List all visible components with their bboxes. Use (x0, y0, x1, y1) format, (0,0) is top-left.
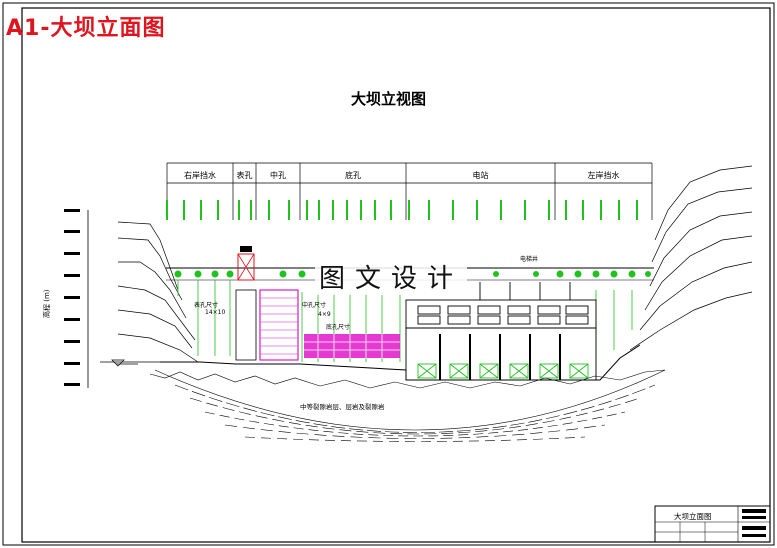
crest-markers (174, 270, 651, 278)
middle-orifice-gates (304, 334, 400, 358)
section-bottom-hole: 底孔 (345, 171, 361, 180)
annotation-elevator-shaft: 电梯井 (520, 256, 539, 263)
section-middle-hole: 中孔 (270, 171, 286, 180)
surface-spillway-gates (235, 246, 299, 361)
annotation-bottom-hole: 底孔尺寸 (326, 324, 351, 331)
section-surface-hole: 表孔 (236, 171, 253, 180)
right-bank-contours (629, 165, 753, 351)
bedrock-pattern (149, 369, 666, 442)
annotation-middle-hole-dim: 4×9 (318, 311, 331, 318)
elevation-axis-label: 高程 (m) (43, 289, 51, 318)
title-block (654, 505, 771, 543)
section-right-bank: 右岸挡水 (184, 171, 216, 180)
corner-sheet-label: A1-大坝立面图 (6, 16, 166, 41)
drawing-title: 大坝立视图 (350, 90, 426, 108)
annotation-surface-hole-dim: 14×10 (205, 309, 226, 316)
inner-frame (21, 7, 771, 543)
elevation-scale (64, 209, 138, 388)
watermark-text: 图文设计 (315, 258, 468, 295)
bedrock-note: 中等裂隙岩层、层岩及裂隙岩 (300, 403, 385, 411)
annotation-surface-hole: 表孔尺寸 (194, 302, 219, 309)
dam-foundation-line (160, 344, 641, 381)
dimension-ticks (166, 200, 638, 220)
title-block-name: 大坝立面图 (674, 512, 712, 521)
power-station (405, 282, 597, 381)
left-bank-contours (100, 221, 200, 363)
annotation-middle-hole: 中孔尺寸 (302, 302, 327, 309)
section-power-station: 电站 (472, 171, 489, 180)
section-left-bank: 左岸挡水 (587, 171, 620, 180)
